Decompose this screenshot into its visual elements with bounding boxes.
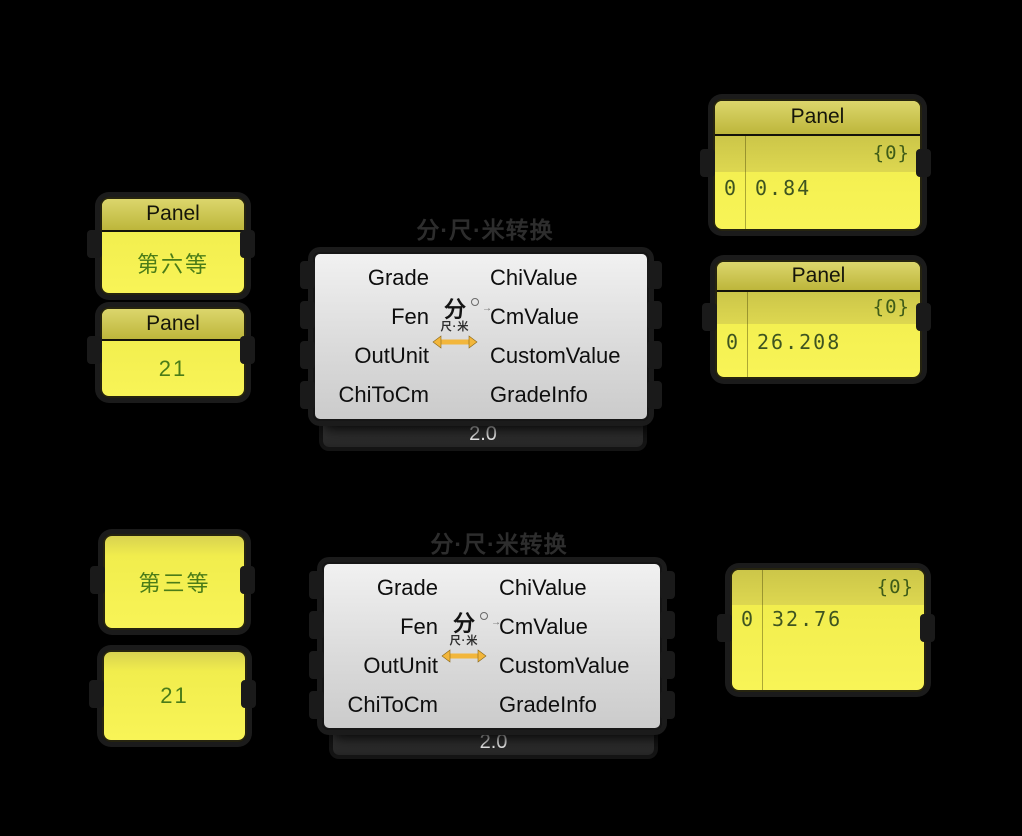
port-out-customvalue-2[interactable] — [660, 651, 675, 679]
icon-circle-deco — [471, 298, 479, 306]
panel-output-grip[interactable] — [240, 230, 255, 258]
port-out-gradeinfo-1[interactable] — [647, 381, 662, 409]
panel-input-grip[interactable] — [700, 149, 715, 177]
panel-fen-input-2[interactable]: 21 — [102, 650, 247, 742]
panel-chivalue-output[interactable]: Panel {0} 0 0.84 — [713, 99, 922, 231]
row-value: 26.208 — [757, 330, 842, 354]
icon-circle-deco — [480, 612, 488, 620]
output-label-cmvalue[interactable]: CmValue — [490, 303, 579, 329]
index-column-divider — [747, 292, 748, 377]
row-index: 0 — [740, 607, 754, 631]
output-label-customvalue[interactable]: CustomValue — [490, 343, 621, 369]
output-label-gradeinfo[interactable]: GradeInfo — [490, 382, 588, 408]
panel-data-row[interactable]: 0 26.208 — [717, 324, 920, 354]
port-in-outunit-1[interactable] — [300, 341, 315, 369]
port-out-chivalue-2[interactable] — [660, 571, 675, 599]
panel-value[interactable]: 第六等 — [136, 251, 209, 277]
panel-value[interactable]: 第三等 — [138, 571, 211, 596]
port-out-chivalue-1[interactable] — [647, 261, 662, 289]
panel-input-grip[interactable] — [87, 230, 102, 258]
input-label-fen[interactable]: Fen — [391, 303, 429, 329]
panel-input-grip[interactable] — [89, 680, 104, 708]
port-in-fen-1[interactable] — [300, 301, 315, 329]
port-out-gradeinfo-2[interactable] — [660, 691, 675, 719]
port-out-cmvalue-2[interactable] — [660, 611, 675, 639]
input-params: Grade Fen OutUnit ChiToCm — [315, 254, 429, 419]
panel-output-grip[interactable] — [920, 614, 935, 642]
index-column-divider — [745, 136, 746, 229]
panel-fen-input-1[interactable]: Panel 21 — [100, 307, 246, 398]
component-nickname: 分·尺·米转换 — [430, 531, 568, 557]
output-label-chivalue[interactable]: ChiValue — [499, 574, 587, 600]
data-tree-path: {0} — [715, 136, 920, 172]
row-index: 0 — [725, 330, 739, 354]
icon-arrow-deco: → — [491, 617, 501, 628]
panel-data-row[interactable]: 0 32.76 — [732, 605, 924, 631]
port-in-chitocm-1[interactable] — [300, 381, 315, 409]
output-label-cmvalue[interactable]: CmValue — [499, 613, 588, 639]
data-tree-path: {0} — [717, 292, 920, 324]
panel-title: Panel — [715, 101, 920, 136]
panel-title: Panel — [102, 309, 244, 341]
data-tree-path: {0} — [732, 570, 924, 605]
panel-input-grip[interactable] — [90, 566, 105, 594]
fen-converter-component-1[interactable]: Grade Fen OutUnit ChiToCm 分 → 尺·米 ChiVal… — [313, 252, 649, 421]
component-version-bar: 2.0 — [323, 421, 643, 447]
input-label-chitocm[interactable]: ChiToCm — [347, 691, 438, 717]
panel-title: Panel — [102, 199, 244, 232]
panel-input-grip[interactable] — [702, 303, 717, 331]
index-column-divider — [762, 570, 763, 690]
panel-output-grip[interactable] — [241, 680, 256, 708]
input-label-outunit[interactable]: OutUnit — [354, 343, 429, 369]
output-label-customvalue[interactable]: CustomValue — [499, 652, 630, 678]
panel-input-grip[interactable] — [717, 614, 732, 642]
panel-output-grip[interactable] — [240, 336, 255, 364]
input-label-chitocm[interactable]: ChiToCm — [338, 382, 429, 408]
double-arrow-icon — [441, 649, 487, 663]
output-params: ChiValue CmValue CustomValue GradeInfo — [499, 564, 629, 728]
fen-chi-mi-converter-icon: 分 → 尺·米 — [436, 612, 501, 663]
panel-value[interactable]: 21 — [160, 683, 189, 708]
row-index: 0 — [723, 176, 737, 200]
panel-output-grip[interactable] — [916, 303, 931, 331]
port-in-chitocm-2[interactable] — [309, 691, 324, 719]
output-params: ChiValue CmValue CustomValue GradeInfo — [490, 254, 620, 419]
input-label-grade[interactable]: Grade — [376, 574, 438, 600]
panel-cmvalue-output[interactable]: Panel {0} 0 26.208 — [715, 260, 922, 379]
panel-input-grip[interactable] — [87, 336, 102, 364]
port-in-outunit-2[interactable] — [309, 651, 324, 679]
port-out-cmvalue-1[interactable] — [647, 301, 662, 329]
component-nickname: 分·尺·米转换 — [416, 217, 554, 243]
input-label-outunit[interactable]: OutUnit — [363, 652, 438, 678]
panel-grade-input-2[interactable]: 第三等 — [103, 534, 246, 630]
component-version-bar: 2.0 — [333, 730, 654, 755]
input-label-fen[interactable]: Fen — [400, 613, 438, 639]
panel-value[interactable]: 21 — [158, 355, 188, 381]
fen-chi-mi-converter-icon: 分 → 尺·米 — [427, 298, 492, 349]
panel-output-grip[interactable] — [916, 149, 931, 177]
panel-title: Panel — [717, 262, 920, 292]
row-value: 0.84 — [755, 176, 812, 200]
panel-output-bottom[interactable]: {0} 0 32.76 — [730, 568, 926, 692]
icon-arrow-deco: → — [482, 303, 492, 314]
port-in-grade-2[interactable] — [309, 571, 324, 599]
port-in-fen-2[interactable] — [309, 611, 324, 639]
fen-converter-component-2[interactable]: Grade Fen OutUnit ChiToCm 分 → 尺·米 ChiVal… — [322, 562, 662, 730]
output-label-chivalue[interactable]: ChiValue — [490, 264, 578, 290]
panel-data-row[interactable]: 0 0.84 — [715, 172, 920, 200]
port-in-grade-1[interactable] — [300, 261, 315, 289]
panel-output-grip[interactable] — [240, 566, 255, 594]
output-label-gradeinfo[interactable]: GradeInfo — [499, 691, 597, 717]
port-out-customvalue-1[interactable] — [647, 341, 662, 369]
input-params: Grade Fen OutUnit ChiToCm — [324, 564, 438, 728]
row-value: 32.76 — [772, 607, 843, 631]
double-arrow-icon — [432, 335, 478, 349]
panel-grade-input-1[interactable]: Panel 第六等 — [100, 197, 246, 295]
input-label-grade[interactable]: Grade — [367, 264, 429, 290]
